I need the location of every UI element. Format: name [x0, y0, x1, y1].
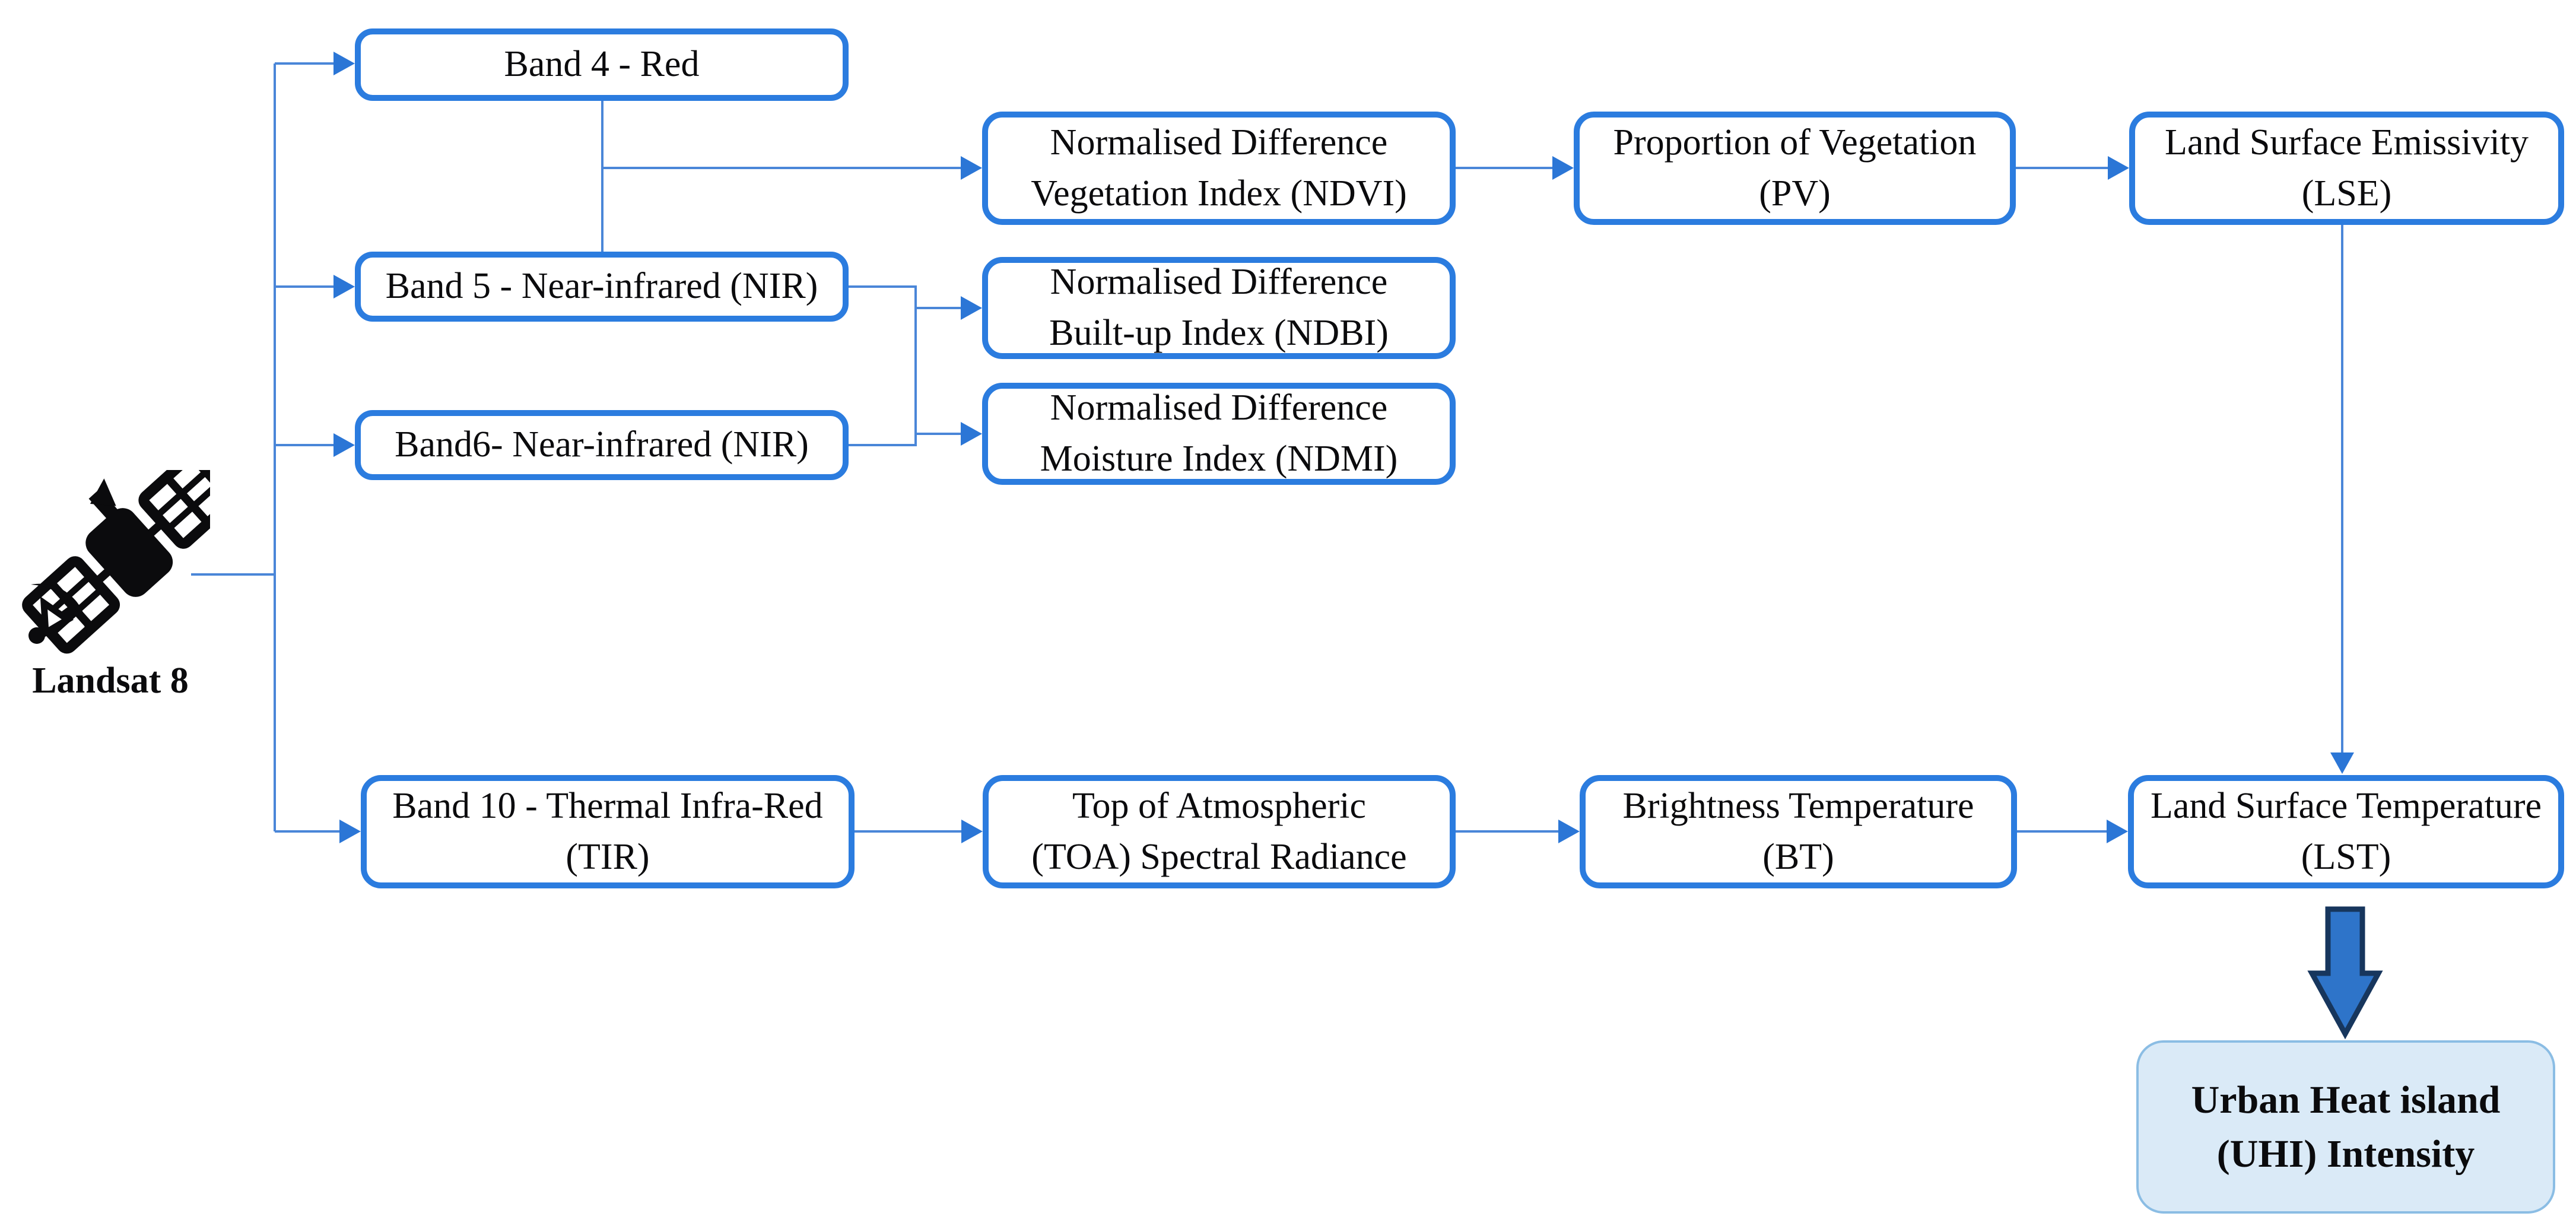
node-toa: Top of Atmospheric (TOA) Spectral Radian… [983, 775, 1456, 888]
node-band4: Band 4 - Red [355, 28, 849, 101]
node-ndbi-label: Normalised Difference Built-up Index (ND… [1049, 262, 1389, 353]
node-pv: Proportion of Vegetation (PV) [1574, 112, 2016, 225]
node-uhi-label: Urban Heat island (UHI) Intensity [2191, 1078, 2501, 1176]
node-ndvi: Normalised Difference Vegetation Index (… [982, 112, 1456, 225]
node-ndbi: Normalised Difference Built-up Index (ND… [982, 257, 1456, 359]
arrowhead-ndmi [961, 422, 982, 446]
node-uhi: Urban Heat island (UHI) Intensity [2136, 1040, 2555, 1214]
node-band10: Band 10 - Thermal Infra-Red (TIR) [361, 775, 855, 888]
node-bt: Brightness Temperature (BT) [1580, 775, 2017, 888]
source-label-landsat8: Landsat 8 [32, 661, 189, 701]
arrowhead-lse [2108, 156, 2129, 180]
node-band4-label: Band 4 - Red [504, 44, 700, 85]
node-bt-label: Brightness Temperature (BT) [1622, 785, 1974, 877]
solar-panel-right [138, 470, 210, 549]
arrowhead-lst-left [2107, 820, 2128, 843]
node-ndmi-label: Normalised Difference Moisture Index (ND… [1040, 388, 1398, 479]
arrowhead-band4 [333, 52, 355, 75]
node-lst: Land Surface Temperature (LST) [2128, 775, 2564, 888]
arrowhead-toa [961, 820, 983, 843]
node-toa-label: Top of Atmospheric (TOA) Spectral Radian… [1031, 785, 1407, 877]
node-band6: Band6- Near-infrared (NIR) [355, 410, 849, 480]
node-band5-label: Band 5 - Near-infrared (NIR) [385, 266, 818, 307]
arrowhead-lst-top [2330, 752, 2354, 774]
satellite-body [85, 508, 173, 597]
node-pv-label: Proportion of Vegetation (PV) [1613, 122, 1977, 214]
satellite-icon [22, 470, 210, 654]
satellite-dish [28, 583, 87, 644]
node-lse: Land Surface Emissivity (LSE) [2129, 112, 2564, 225]
node-ndmi: Normalised Difference Moisture Index (ND… [982, 383, 1456, 485]
node-lse-label: Land Surface Emissivity (LSE) [2165, 122, 2529, 214]
arrowhead-band5 [333, 275, 355, 299]
arrowhead-ndvi [961, 156, 982, 180]
node-ndvi-label: Normalised Difference Vegetation Index (… [1031, 122, 1407, 214]
node-band5: Band 5 - Near-infrared (NIR) [355, 252, 849, 322]
node-band6-label: Band6- Near-infrared (NIR) [395, 424, 809, 465]
arrowhead-ndbi [961, 296, 982, 320]
arrowhead-band10 [339, 820, 361, 843]
arrowhead-band6 [333, 433, 355, 457]
block-arrow-lst-uhi [2307, 906, 2383, 1040]
arrowhead-pv [1552, 156, 1574, 180]
satellite-antenna [88, 478, 120, 522]
node-lst-label: Land Surface Temperature (LST) [2151, 785, 2542, 877]
node-band10-label: Band 10 - Thermal Infra-Red (TIR) [392, 785, 823, 877]
arrowhead-bt [1558, 820, 1580, 843]
